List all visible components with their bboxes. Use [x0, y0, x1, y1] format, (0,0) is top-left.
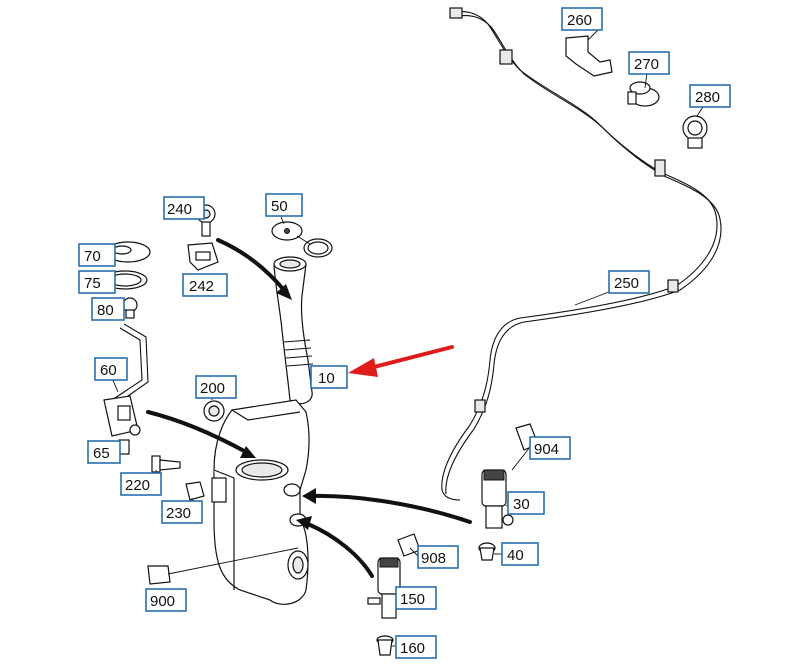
pointer-150-tip	[296, 516, 312, 530]
label-260[interactable]: 260	[561, 7, 603, 31]
svg-text:150: 150	[400, 591, 425, 608]
label-70[interactable]: 70	[78, 243, 116, 267]
svg-text:70: 70	[84, 248, 101, 265]
svg-text:40: 40	[507, 547, 524, 564]
label-30[interactable]: 30	[507, 491, 545, 515]
highlight-arrow-line	[368, 345, 454, 370]
cap-50	[271, 221, 333, 258]
label-240[interactable]: 240	[163, 196, 205, 220]
svg-text:280: 280	[695, 89, 720, 106]
nut-230	[185, 481, 205, 501]
label-60[interactable]: 60	[94, 357, 128, 381]
svg-text:50: 50	[271, 198, 288, 215]
plug-80	[122, 297, 138, 319]
bracket-242	[187, 242, 219, 271]
seal-200	[203, 400, 225, 422]
screw-220	[151, 455, 181, 473]
label-50[interactable]: 50	[265, 193, 303, 217]
svg-text:200: 200	[200, 380, 225, 397]
label-40[interactable]: 40	[501, 542, 539, 566]
pump-150	[367, 557, 401, 619]
label-80[interactable]: 80	[91, 297, 125, 321]
svg-text:900: 900	[150, 593, 175, 610]
pump-30	[481, 469, 514, 529]
clip-270	[627, 81, 660, 107]
svg-text:908: 908	[421, 550, 446, 567]
clip-280	[682, 115, 708, 149]
grommet-160	[376, 635, 394, 656]
label-200[interactable]: 200	[195, 375, 237, 399]
pointer-242-to-neck	[216, 238, 286, 292]
label-900[interactable]: 900	[145, 588, 187, 612]
label-10[interactable]: 10	[310, 365, 348, 389]
plug-908	[397, 533, 421, 557]
svg-text:270: 270	[634, 56, 659, 73]
svg-text:65: 65	[93, 445, 110, 462]
pipe-60	[103, 323, 149, 437]
grommet-40	[478, 542, 496, 561]
plug-900	[147, 565, 171, 585]
pointer-60-to-tank	[146, 410, 248, 454]
label-160[interactable]: 160	[395, 635, 437, 659]
label-65[interactable]: 65	[87, 440, 121, 464]
label-220[interactable]: 220	[120, 472, 162, 496]
svg-text:80: 80	[97, 302, 114, 319]
hose-line-250	[441, 7, 722, 501]
label-230[interactable]: 230	[161, 500, 203, 524]
clip-260	[565, 35, 613, 77]
reservoir-10	[211, 256, 314, 605]
svg-text:60: 60	[100, 362, 117, 379]
highlight-arrow-head	[348, 358, 378, 377]
label-904[interactable]: 904	[529, 436, 571, 460]
label-242[interactable]: 242	[182, 273, 228, 297]
svg-text:242: 242	[189, 278, 214, 295]
label-250[interactable]: 250	[608, 270, 650, 294]
svg-text:30: 30	[513, 496, 530, 513]
svg-text:160: 160	[400, 640, 425, 657]
svg-text:220: 220	[125, 477, 150, 494]
svg-text:230: 230	[166, 505, 191, 522]
pointer-242-tip	[276, 284, 292, 300]
pointer-30-tip	[302, 488, 316, 504]
label-150[interactable]: 150	[395, 586, 437, 610]
svg-text:10: 10	[318, 370, 335, 387]
svg-text:75: 75	[84, 275, 101, 292]
label-75[interactable]: 75	[78, 270, 116, 294]
svg-text:240: 240	[167, 201, 192, 218]
label-280[interactable]: 280	[689, 84, 731, 108]
svg-text:260: 260	[567, 12, 592, 29]
label-270[interactable]: 270	[628, 51, 670, 75]
pointer-150-to-tank	[306, 522, 374, 578]
pointer-60-tip	[240, 446, 256, 458]
pointer-30-to-tank	[310, 493, 472, 524]
label-908[interactable]: 908	[417, 545, 459, 569]
svg-text:250: 250	[614, 275, 639, 292]
svg-text:904: 904	[534, 441, 559, 458]
